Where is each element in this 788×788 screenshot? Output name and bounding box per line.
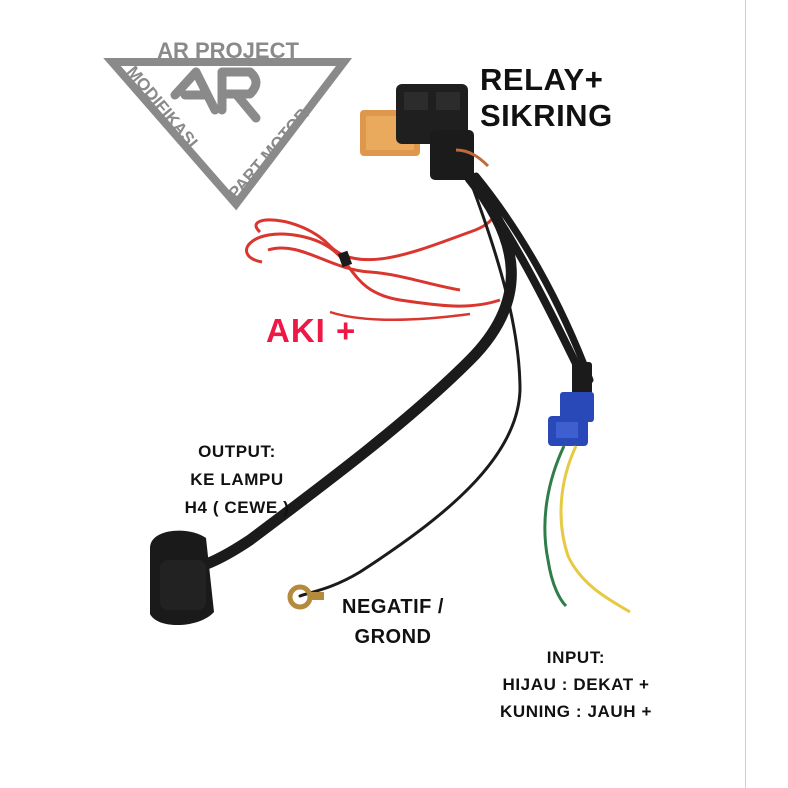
negatif-label-line2: GROND	[354, 626, 432, 648]
logo-top-text: AR PROJECT	[157, 38, 299, 63]
main-black-cable	[184, 168, 594, 598]
input-label-line2: HIJAU : DEKAT +	[502, 675, 650, 694]
red-battery-wire	[245, 193, 501, 321]
h4-socket	[150, 530, 214, 626]
relay-fuse-label: RELAY+ SIKRING	[480, 62, 613, 134]
output-label-line2: KE LAMPU	[190, 470, 284, 489]
negatif-label: NEGATIF / GROND	[320, 592, 466, 652]
relay-fuse-box	[360, 84, 490, 180]
output-label-line1: OUTPUT:	[198, 442, 276, 461]
output-label: OUTPUT: KE LAMPU H4 ( CEWE )	[152, 438, 322, 522]
aki-label: AKI +	[266, 312, 357, 349]
output-label-line3: H4 ( CEWE )	[184, 498, 290, 517]
input-label-line3: KUNING : JAUH +	[499, 702, 653, 721]
relay-label-line1: RELAY+	[480, 62, 604, 97]
logo-monogram-icon	[170, 67, 261, 123]
right-edge-line	[745, 0, 746, 788]
ar-project-logo: AR PROJECT MODIFIKASI PART MOTOR	[103, 38, 353, 211]
negatif-label-line1: NEGATIF /	[342, 596, 444, 618]
relay-label-line2: SIKRING	[480, 98, 613, 133]
input-label: INPUT: HIJAU : DEKAT + KUNING : JAUH +	[470, 644, 682, 725]
input-wires	[543, 445, 631, 614]
ground-ring-terminal	[287, 584, 324, 610]
blue-connector	[548, 362, 594, 446]
logo-right-text: PART MOTOR	[225, 105, 313, 203]
wire-tie	[337, 250, 353, 268]
input-label-line1: INPUT:	[546, 648, 606, 667]
